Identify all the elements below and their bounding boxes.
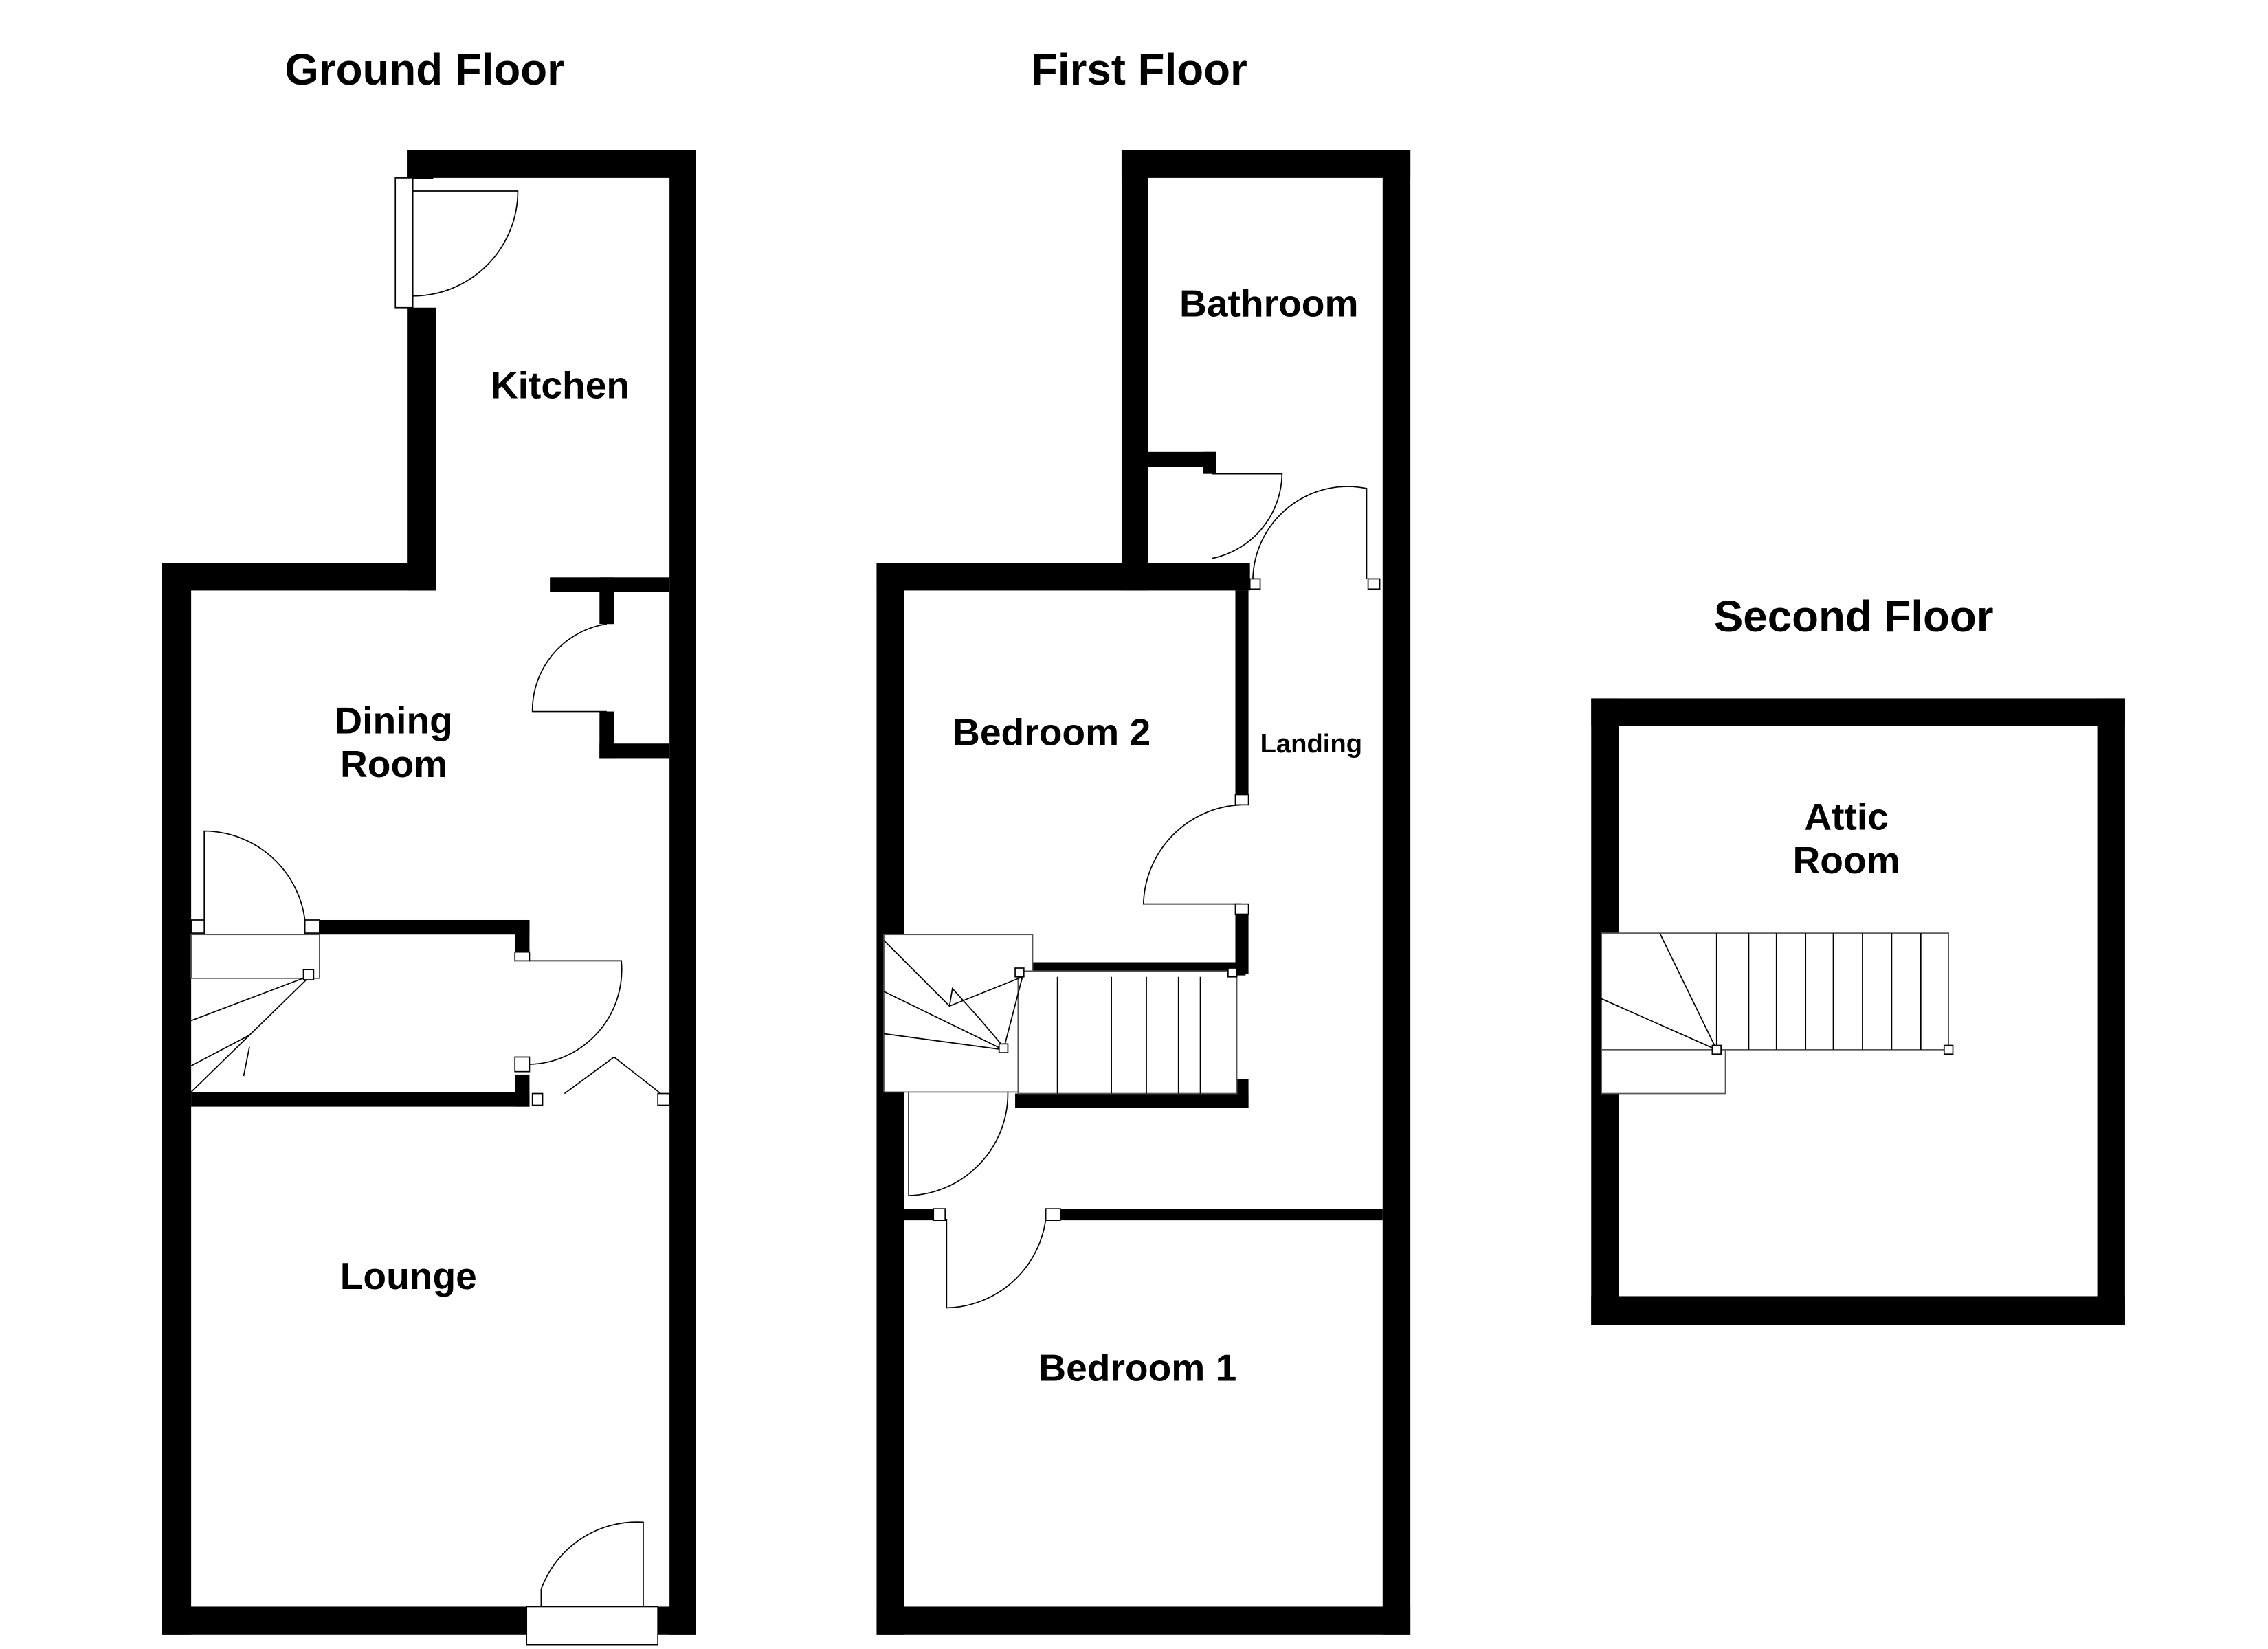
door-jamb bbox=[1234, 903, 1249, 915]
stair-tread bbox=[190, 934, 320, 979]
wall bbox=[162, 563, 436, 591]
second-floor-title: Second Floor bbox=[1714, 592, 1994, 641]
wall bbox=[407, 307, 436, 591]
door-jamb bbox=[1367, 578, 1381, 590]
door-jamb bbox=[933, 1208, 946, 1221]
wall bbox=[1235, 1079, 1249, 1108]
door-frame bbox=[394, 177, 414, 309]
stairs-icon bbox=[883, 934, 1238, 1095]
understairs-door-icon[interactable] bbox=[203, 830, 306, 921]
bifold-door-icon[interactable] bbox=[564, 1056, 661, 1095]
wall bbox=[599, 577, 614, 625]
room-label-bedroom1: Bedroom 1 bbox=[1038, 1347, 1236, 1389]
front-door-icon[interactable] bbox=[540, 1521, 644, 1607]
ground-floor-title: Ground Floor bbox=[285, 45, 564, 94]
door-jamb bbox=[657, 1092, 670, 1106]
wall bbox=[1015, 1093, 1249, 1108]
cupboard-door-icon[interactable] bbox=[531, 623, 608, 713]
wall bbox=[1121, 150, 1411, 178]
wall bbox=[904, 1209, 934, 1221]
front-door-step bbox=[526, 1606, 659, 1646]
room-label-dining-2: Room bbox=[340, 743, 447, 785]
wall bbox=[1148, 563, 1250, 591]
door-jamb bbox=[531, 1092, 544, 1106]
wall bbox=[162, 1606, 527, 1635]
room-label-kitchen: Kitchen bbox=[491, 363, 630, 406]
bathroom-door-icon[interactable] bbox=[1252, 486, 1368, 579]
door-jamb bbox=[514, 951, 531, 962]
wall bbox=[407, 150, 434, 180]
wall bbox=[669, 150, 696, 1635]
lounge-door-icon[interactable] bbox=[529, 960, 623, 1065]
wall bbox=[658, 1606, 696, 1635]
first-floor: First Floor bbox=[876, 45, 1411, 1635]
room-label-landing: Landing bbox=[1260, 729, 1362, 759]
door-jamb bbox=[304, 919, 320, 934]
wall bbox=[407, 150, 696, 178]
wall bbox=[599, 743, 670, 759]
second-floor: Second Floor Attic Room bbox=[1591, 592, 2125, 1325]
wall bbox=[515, 919, 530, 961]
stairs-icon bbox=[190, 974, 311, 1092]
wall bbox=[1382, 150, 1411, 1635]
wall bbox=[876, 563, 904, 1635]
room-label-lounge: Lounge bbox=[340, 1255, 477, 1297]
door-jamb bbox=[190, 919, 205, 934]
room-label-attic-2: Room bbox=[1792, 839, 1900, 882]
wall bbox=[2097, 698, 2125, 1325]
wall bbox=[1203, 451, 1216, 474]
newel-post bbox=[302, 969, 315, 980]
wall bbox=[1591, 1296, 2125, 1325]
room-label-bathroom: Bathroom bbox=[1179, 282, 1358, 324]
wall bbox=[1235, 590, 1249, 795]
room-label-dining: Dining bbox=[335, 699, 453, 741]
bedroom1-door-icon[interactable] bbox=[946, 1218, 1047, 1309]
bedroom2-door-icon[interactable] bbox=[1142, 804, 1242, 905]
wall bbox=[1235, 904, 1249, 974]
ground-floor: Ground Floor bbox=[162, 45, 696, 1646]
stairs-icon bbox=[1601, 932, 1954, 1095]
wall bbox=[876, 1606, 1411, 1635]
airing-cupboard-door-icon[interactable] bbox=[1212, 473, 1283, 559]
door-jamb bbox=[1234, 794, 1249, 806]
back-door-icon[interactable] bbox=[412, 190, 519, 297]
wall bbox=[319, 919, 530, 935]
door-jamb bbox=[514, 1056, 531, 1073]
wall bbox=[1121, 150, 1148, 591]
wall bbox=[1591, 698, 2125, 726]
room-label-attic: Attic bbox=[1804, 795, 1889, 838]
wall bbox=[876, 563, 1148, 591]
wall bbox=[191, 1092, 530, 1107]
door-jamb bbox=[1045, 1208, 1061, 1221]
wall bbox=[1148, 451, 1216, 467]
first-floor-title: First Floor bbox=[1031, 45, 1247, 94]
door-jamb bbox=[1249, 578, 1261, 590]
cupboard-door-icon[interactable] bbox=[908, 1092, 1009, 1196]
room-label-bedroom2: Bedroom 2 bbox=[953, 710, 1150, 753]
wall bbox=[1060, 1209, 1383, 1221]
wall bbox=[162, 563, 192, 1635]
